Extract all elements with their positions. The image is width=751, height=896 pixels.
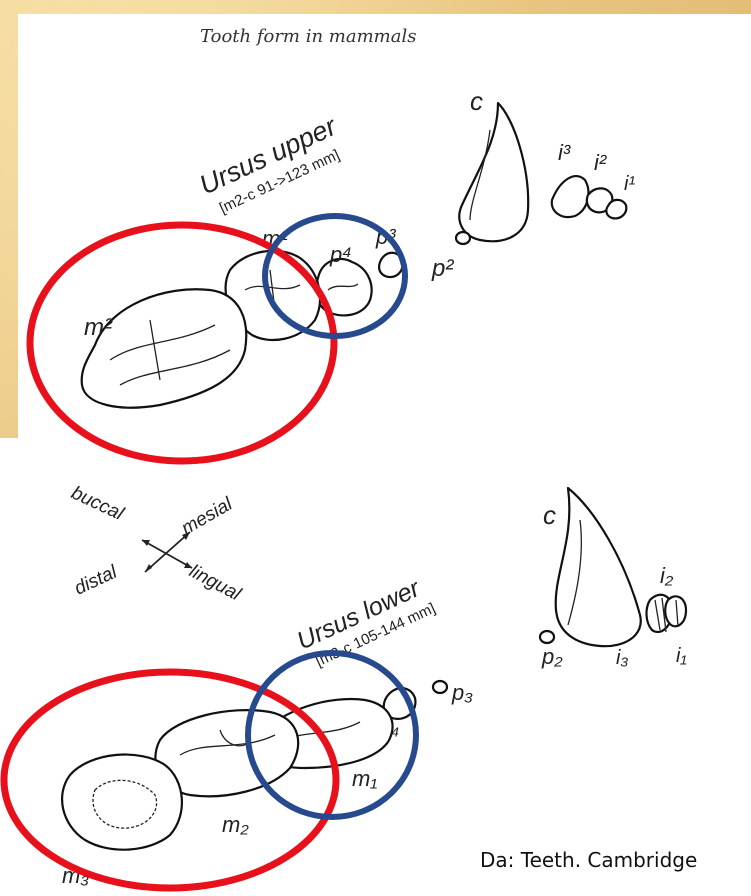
- compass-mesial: mesial: [178, 493, 237, 539]
- lower-label-p2: p₂: [541, 644, 563, 669]
- upper-incisor-3: [552, 176, 589, 217]
- lower-label-c: c: [543, 500, 556, 530]
- lower-p2-tooth: [540, 631, 554, 643]
- upper-label-i3: i³: [558, 140, 571, 165]
- lower-p3-tooth: [433, 681, 447, 693]
- upper-p2-tooth: [456, 232, 470, 244]
- lower-label-i3: i₃: [616, 647, 628, 669]
- upper-label-p2: p²: [431, 255, 454, 282]
- upper-label-p4: p⁴: [329, 242, 352, 267]
- lower-label-i2: i₂: [660, 563, 674, 588]
- lower-m3-tooth: [62, 755, 182, 850]
- upper-heading-group: Ursus upper [m2-c 91->123 mm]: [195, 111, 351, 221]
- lower-label-p3: p₃: [451, 680, 473, 705]
- upper-label-c: c: [470, 86, 483, 116]
- upper-incisor-1: [606, 200, 626, 219]
- upper-label-i2: i²: [594, 150, 607, 175]
- compass-distal: distal: [71, 561, 121, 599]
- lower-label-i1: i₁: [676, 645, 687, 667]
- source-credit: Da: Teeth. Cambridge: [480, 848, 697, 872]
- lower-label-m1: m₁: [352, 766, 377, 791]
- upper-label-m2: m²: [84, 314, 113, 341]
- upper-m2-tooth: [82, 289, 247, 407]
- orientation-compass: buccal mesial distal lingual: [68, 482, 245, 605]
- lower-label-m2: m₂: [222, 812, 249, 837]
- upper-canine-tooth: [459, 103, 528, 241]
- upper-label-i1: i¹: [624, 173, 635, 195]
- compass-lingual: lingual: [186, 561, 245, 606]
- compass-buccal: buccal: [68, 482, 127, 525]
